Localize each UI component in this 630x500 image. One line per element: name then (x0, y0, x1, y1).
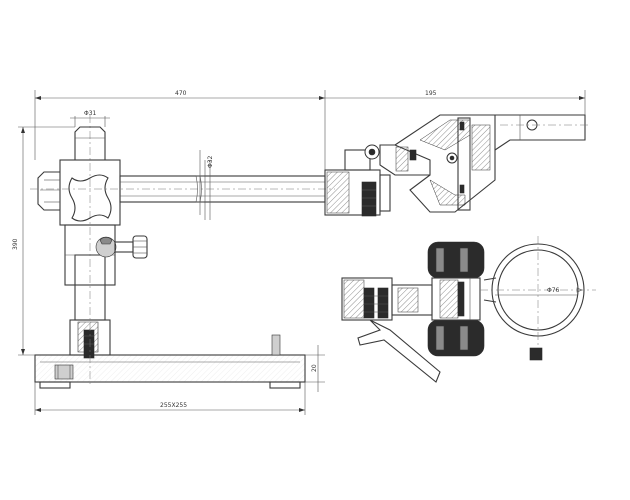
dim-column-diameter: Φ31 (84, 110, 97, 117)
column-top (74, 126, 106, 160)
cross-knob (68, 174, 112, 222)
slotted-bracket (490, 114, 586, 151)
locking-lever (357, 319, 441, 383)
ring-set-screw (529, 347, 543, 361)
dim-overall-length: 470 (175, 90, 187, 97)
dim-base-thickness: 20 (311, 364, 318, 372)
stand-elevation-view (30, 115, 335, 389)
ring-holder-view (341, 236, 596, 383)
dim-total-height: 390 (12, 238, 19, 250)
base-screw (54, 364, 74, 380)
arm-left-end (37, 171, 60, 211)
dim-base-size: 255X255 (160, 402, 187, 409)
dim-arm-extension: 195 (425, 90, 437, 97)
dimension-lines (18, 90, 586, 415)
dim-ring-diameter: Φ76 (547, 287, 560, 294)
dim-arm-diameter: Φ32 (207, 155, 214, 168)
tapered-head (394, 114, 496, 213)
arm-end-section-view (324, 114, 590, 217)
